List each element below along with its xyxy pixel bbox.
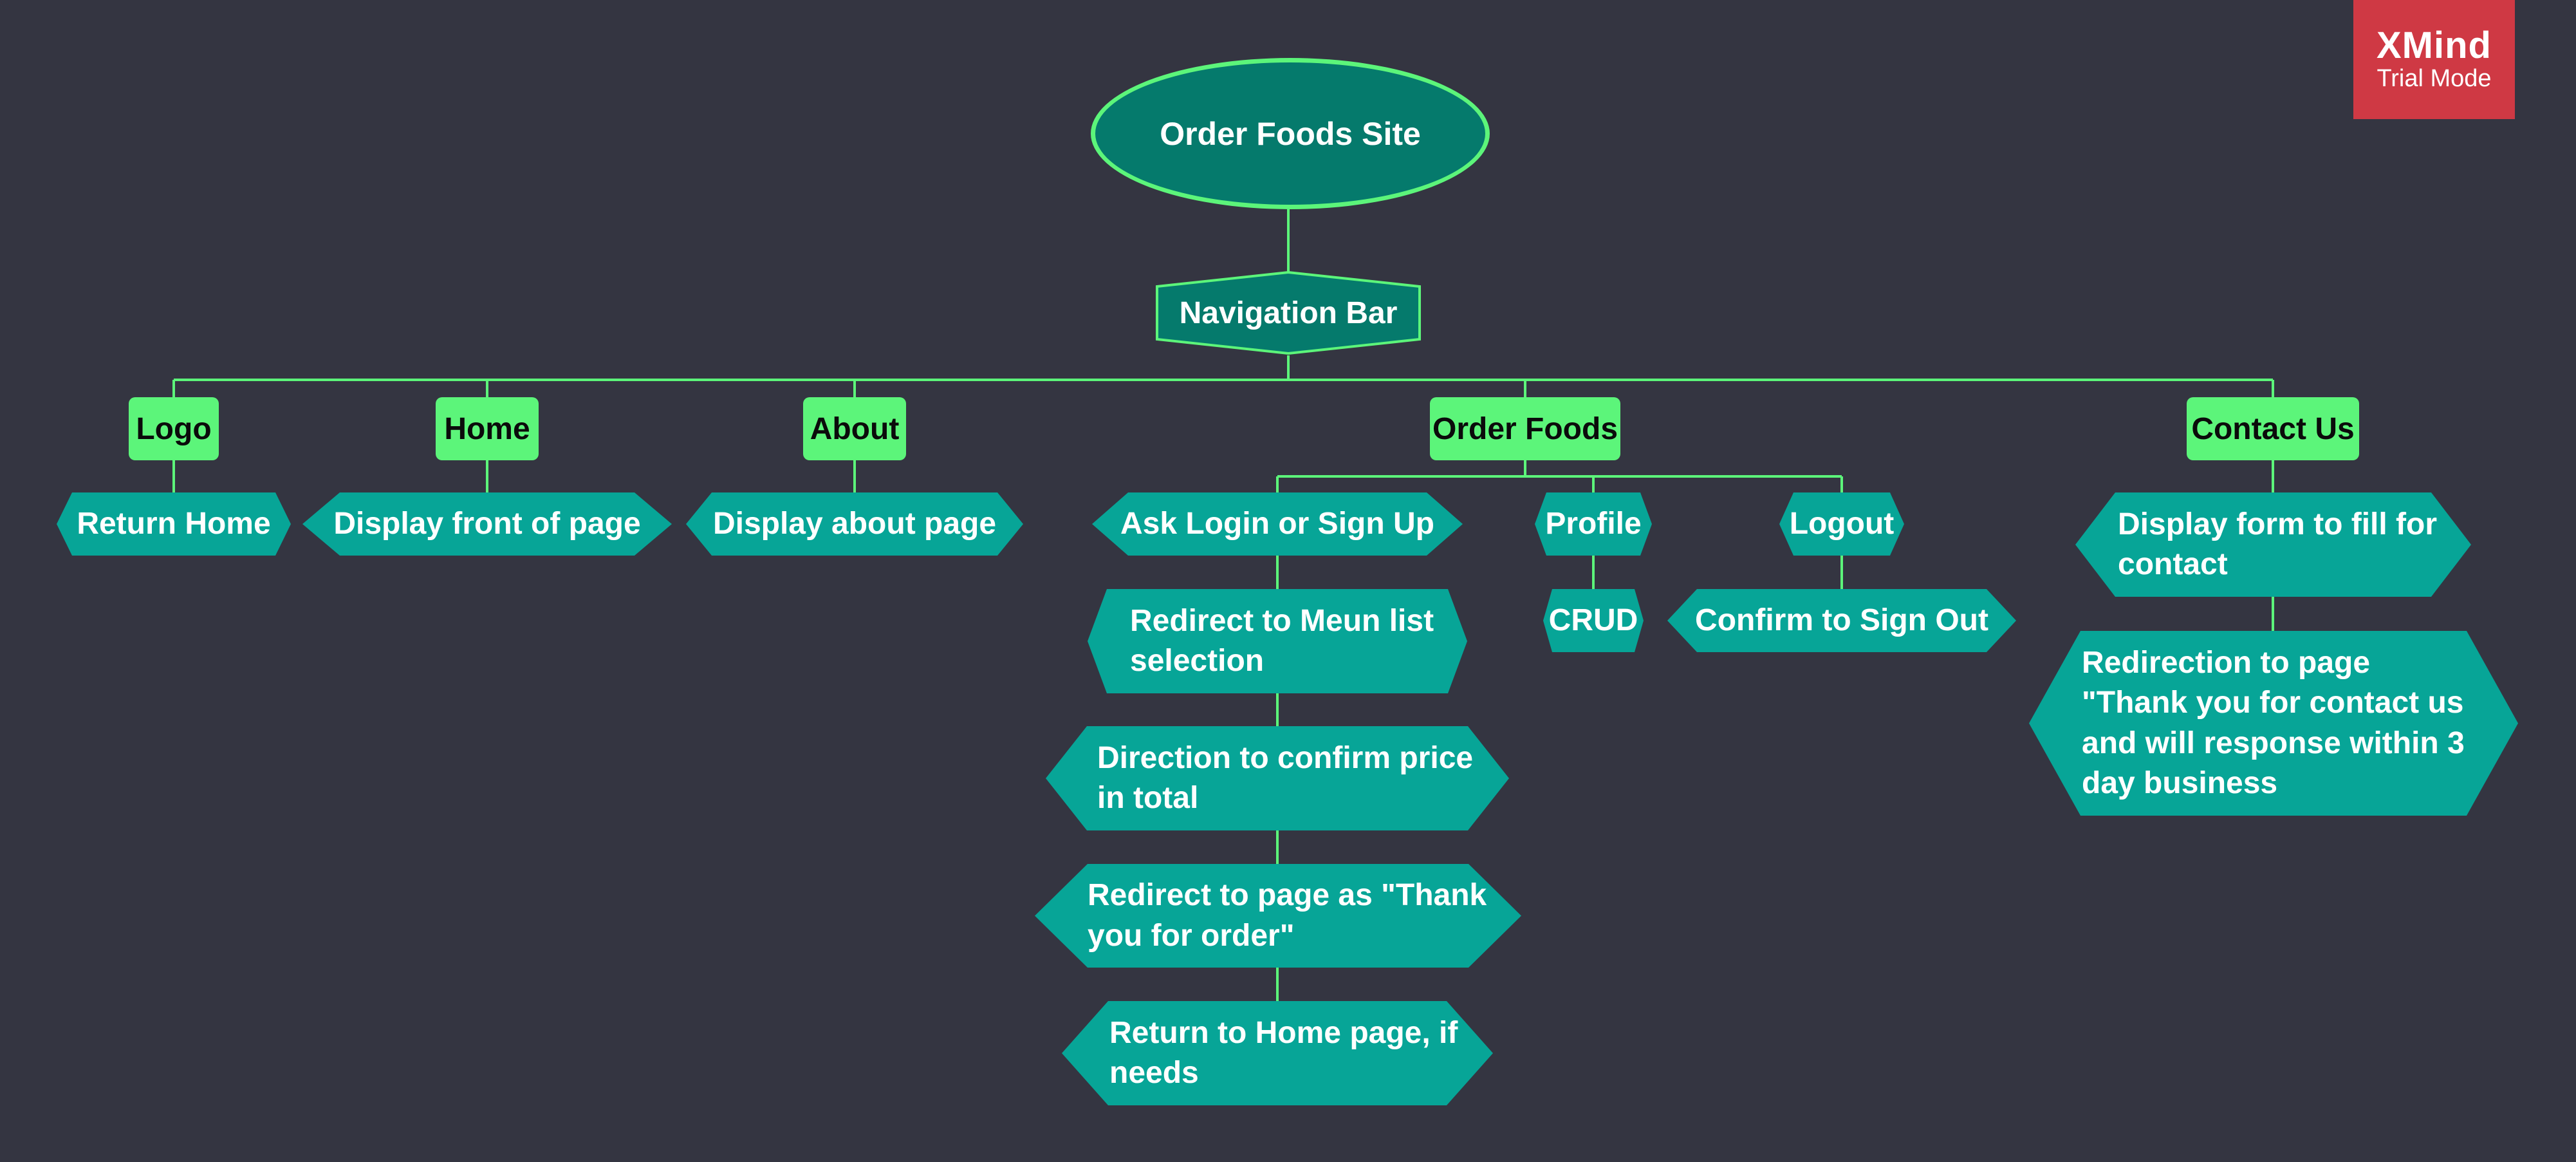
topic-return-to-home-page[interactable]: Return to Home page, if needs (1062, 1001, 1493, 1105)
topic-logout-label: Logout (1789, 506, 1895, 541)
topic-display-form-to-fill[interactable]: Display form to fill for contact (2075, 492, 2471, 597)
topic-redirection-to-thank-you-page[interactable]: Redirection to page "Thank you for conta… (2029, 631, 2518, 816)
topic-redirect-to-thank-you-for-order[interactable]: Redirect to page as "Thank you for order… (1035, 864, 1521, 968)
topic-logout[interactable]: Logout (1779, 492, 1904, 556)
category-about[interactable]: About (803, 397, 906, 460)
category-home-label: Home (444, 411, 530, 446)
navigation-bar-node[interactable]: Navigation Bar (1155, 270, 1422, 355)
topic-confirm-to-sign-out[interactable]: Confirm to Sign Out (1667, 589, 2016, 652)
topic-profile-label: Profile (1545, 506, 1642, 541)
topic-display-about-page[interactable]: Display about page (686, 492, 1023, 556)
topic-display-front-of-page-label: Display front of page (333, 506, 641, 541)
topic-direction-to-confirm-price-label: Direction to confirm price in total (1097, 740, 1474, 815)
xmind-trial-watermark: XMind Trial Mode (2353, 0, 2515, 119)
topic-return-home[interactable]: Return Home (57, 492, 291, 556)
category-contact-us-label: Contact Us (2191, 411, 2355, 446)
topic-ask-login-or-sign-up[interactable]: Ask Login or Sign Up (1092, 492, 1463, 556)
category-contact-us[interactable]: Contact Us (2187, 397, 2359, 460)
topic-return-home-label: Return Home (77, 506, 271, 541)
navigation-bar-label: Navigation Bar (1179, 295, 1398, 330)
watermark-mode: Trial Mode (2377, 65, 2492, 93)
category-order-foods[interactable]: Order Foods (1430, 397, 1620, 460)
topic-redirect-to-thank-you-for-order-label: Redirect to page as "Thank you for order… (1088, 878, 1487, 953)
root-label: Order Foods Site (1160, 115, 1421, 152)
topic-return-to-home-page-label: Return to Home page, if needs (1109, 1015, 1458, 1090)
topic-crud[interactable]: CRUD (1543, 589, 1644, 652)
category-logo[interactable]: Logo (129, 397, 219, 460)
topic-display-front-of-page[interactable]: Display front of page (302, 492, 672, 556)
topic-redirect-to-menu-list[interactable]: Redirect to Meun list selection (1088, 589, 1467, 693)
topic-crud-label: CRUD (1548, 603, 1638, 637)
category-about-label: About (810, 411, 900, 446)
topic-redirect-to-menu-list-label: Redirect to Meun list selection (1130, 603, 1434, 678)
watermark-brand: XMind (2377, 24, 2492, 67)
topic-confirm-to-sign-out-label: Confirm to Sign Out (1695, 603, 1988, 637)
category-home[interactable]: Home (436, 397, 539, 460)
topic-profile[interactable]: Profile (1535, 492, 1652, 556)
topic-ask-login-or-sign-up-label: Ask Login or Sign Up (1120, 506, 1434, 541)
category-logo-label: Logo (136, 411, 212, 446)
topic-display-about-page-label: Display about page (712, 506, 997, 541)
root-node[interactable]: Order Foods Site (1091, 58, 1490, 209)
navigation-bar-shape (1156, 270, 1421, 355)
topic-direction-to-confirm-price[interactable]: Direction to confirm price in total (1046, 726, 1509, 830)
topic-redirection-to-thank-you-page-label: Redirection to page "Thank you for conta… (2082, 645, 2465, 800)
topic-display-form-to-fill-label: Display form to fill for contact (2118, 507, 2438, 581)
category-order-foods-label: Order Foods (1432, 411, 1618, 446)
